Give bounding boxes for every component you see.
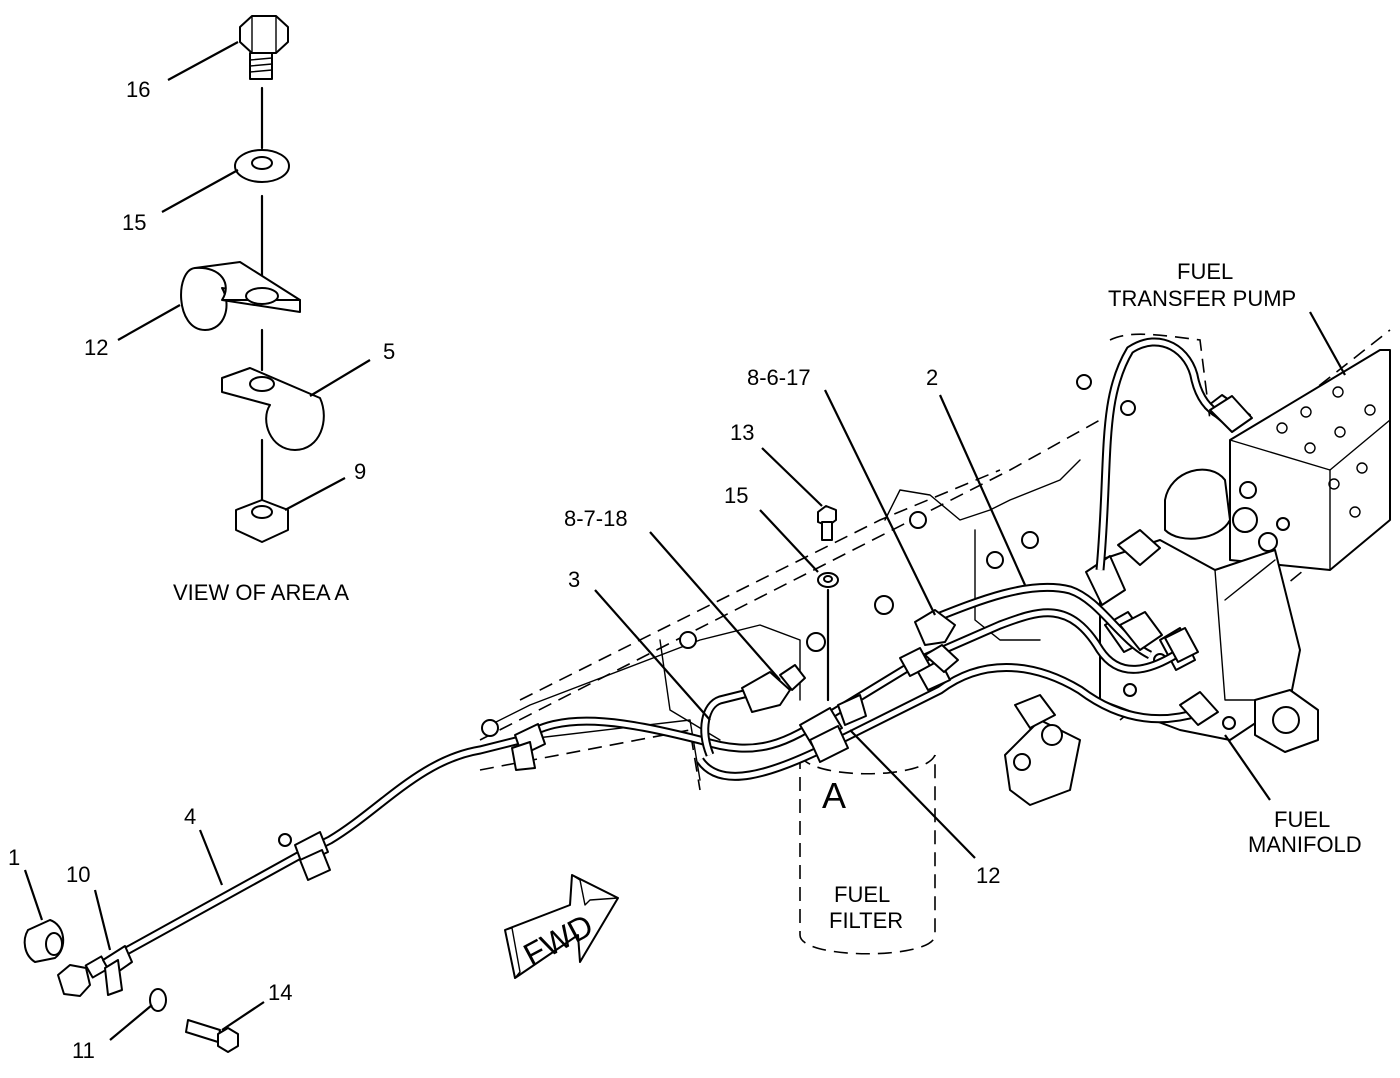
callout-11: 11 — [72, 1038, 95, 1063]
clip-5 — [221, 367, 325, 451]
callout-10: 10 — [66, 862, 90, 887]
callout-13: 13 — [730, 420, 754, 445]
nut-9 — [235, 499, 289, 543]
fuel-filter-label-line1: FUEL — [834, 882, 890, 907]
callout-4: 4 — [184, 804, 196, 829]
callout-12-detail: 12 — [84, 335, 108, 360]
mounting-bracket — [481, 374, 1136, 781]
clip-12 — [180, 261, 301, 331]
callout-1: 1 — [8, 845, 20, 870]
callout-9: 9 — [354, 459, 366, 484]
fuel-lines — [107, 337, 1223, 964]
fuel-filter-label-line2: FILTER — [829, 908, 903, 933]
bolt-16 — [239, 15, 289, 80]
transfer-pump-label-line1: FUEL — [1177, 259, 1233, 284]
callout-16: 16 — [126, 77, 150, 102]
callout-5: 5 — [383, 339, 395, 364]
area-a-marker: A — [822, 775, 846, 816]
forward-arrow: FWD — [504, 874, 619, 979]
callout-15-detail: 15 — [122, 210, 146, 235]
callout-2: 2 — [926, 365, 938, 390]
washer-15 — [234, 149, 290, 183]
callout-12-main: 12 — [976, 863, 1000, 888]
transfer-pump-label-line2: TRANSFER PUMP — [1108, 286, 1296, 311]
callouts-main: 1 10 4 11 14 3 8-7-18 13 15 8-6-17 2 12 … — [8, 259, 1362, 1063]
exploded-clip-assembly: 16 15 12 5 9 VIEW OF AREA A — [84, 15, 395, 605]
fuel-filter — [799, 754, 936, 955]
callout-8-6-17: 8-6-17 — [747, 365, 811, 390]
fuel-manifold — [1004, 529, 1319, 806]
callout-15-main: 15 — [724, 483, 748, 508]
callout-14: 14 — [268, 980, 292, 1005]
callout-8-7-18: 8-7-18 — [564, 506, 628, 531]
fittings — [23, 395, 1253, 1053]
fuel-manifold-label-line1: FUEL — [1274, 807, 1330, 832]
fuel-manifold-label-line2: MANIFOLD — [1248, 832, 1362, 857]
callout-3: 3 — [568, 567, 580, 592]
view-of-area-label: VIEW OF AREA A — [173, 580, 349, 605]
